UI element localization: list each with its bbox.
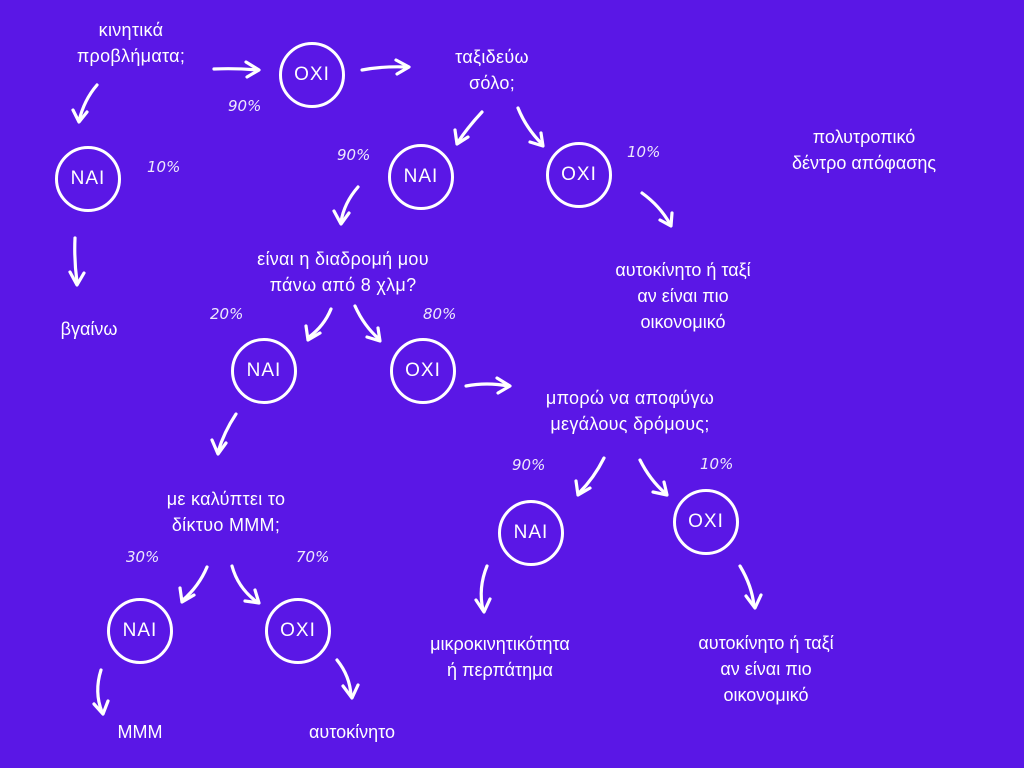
question-route-over-8km: είναι η διαδρομή μου πάνω από 8 χλμ?	[257, 249, 429, 295]
pct-q4-no: 10%	[700, 455, 734, 473]
leaf-car-taxi-2: αυτοκίνητο ή ταξί αν είναι πιο οικονομικ…	[698, 633, 834, 705]
diagram-title: πολυτροπικό δέντρο απόφασης	[791, 127, 937, 173]
arrow-q3-to-yes	[304, 307, 333, 342]
arrow-q5-no-to-car	[335, 658, 360, 700]
node-q1-no: ΟΧΙ	[279, 42, 345, 108]
pct-q1-yes: 10%	[147, 158, 181, 176]
pct-q4-yes: 90%	[512, 456, 546, 474]
arrow-q3-yes-to-q5	[210, 412, 238, 456]
leaf-car: αυτοκίνητο	[309, 722, 395, 742]
arrow-q5-to-no	[230, 564, 261, 605]
node-q5-no: ΟΧΙ	[265, 598, 331, 664]
pct-q2-yes: 90%	[337, 146, 371, 164]
node-q2-yes: ΝΑΙ	[388, 144, 454, 210]
question-travel-solo: ταξιδεύω σόλο;	[455, 47, 529, 93]
arrow-q5-to-yes	[178, 565, 209, 604]
arrow-q4-to-no	[638, 458, 669, 497]
arrow-q3-to-no	[353, 304, 382, 343]
arrow-q3-no-to-q4	[464, 376, 512, 395]
node-q3-no: ΟΧΙ	[390, 338, 456, 404]
question-avoid-big-roads: μπορώ να αποφύγω μεγάλους δρόμους;	[545, 388, 715, 434]
pct-q2-no: 10%	[627, 143, 661, 161]
node-q4-yes: ΝΑΙ	[498, 500, 564, 566]
arrow-q2-to-no	[516, 106, 545, 148]
arrow-q4-no-to-car-taxi	[738, 564, 763, 610]
leaf-exit: βγαίνω	[60, 319, 118, 339]
arrow-q2-to-yes	[453, 110, 484, 146]
arrow-q1-to-no	[212, 60, 261, 79]
node-q1-yes: ΝΑΙ	[55, 146, 121, 212]
arrow-q2-no-to-car-taxi	[640, 191, 674, 228]
arrow-no-to-q2	[360, 58, 411, 76]
node-q4-no: ΟΧΙ	[673, 489, 739, 555]
pct-q3-no: 80%	[423, 305, 457, 323]
pct-q5-yes: 30%	[126, 548, 160, 566]
node-q5-yes: ΝΑΙ	[107, 598, 173, 664]
arrow-q1-to-yes	[71, 83, 99, 124]
arrow-q4-yes-to-micromobility	[474, 564, 492, 614]
arrow-q5-yes-to-public-transport	[92, 668, 110, 716]
question-public-transport-coverage: με καλύπτει το δίκτυο ΜΜΜ;	[166, 489, 286, 535]
leaf-car-taxi-1: αυτοκίνητο ή ταξί αν είναι πιο οικονομικ…	[615, 260, 751, 332]
arrow-q2-yes-to-q3	[332, 185, 360, 226]
leaf-public-transport: ΜΜΜ	[117, 722, 163, 742]
node-q3-yes: ΝΑΙ	[231, 338, 297, 404]
question-mobility-problems: κινητικά προβλήματα;	[76, 20, 186, 66]
pct-q1-no: 90%	[228, 97, 262, 115]
pct-q3-yes: 20%	[210, 305, 244, 323]
pct-q5-no: 70%	[296, 548, 330, 566]
leaf-micromobility: μικροκινητικότητα ή περπάτημα	[430, 634, 570, 680]
arrow-yes-to-exit	[68, 236, 86, 287]
arrow-q4-to-yes	[574, 456, 606, 497]
node-q2-no: ΟΧΙ	[546, 142, 612, 208]
